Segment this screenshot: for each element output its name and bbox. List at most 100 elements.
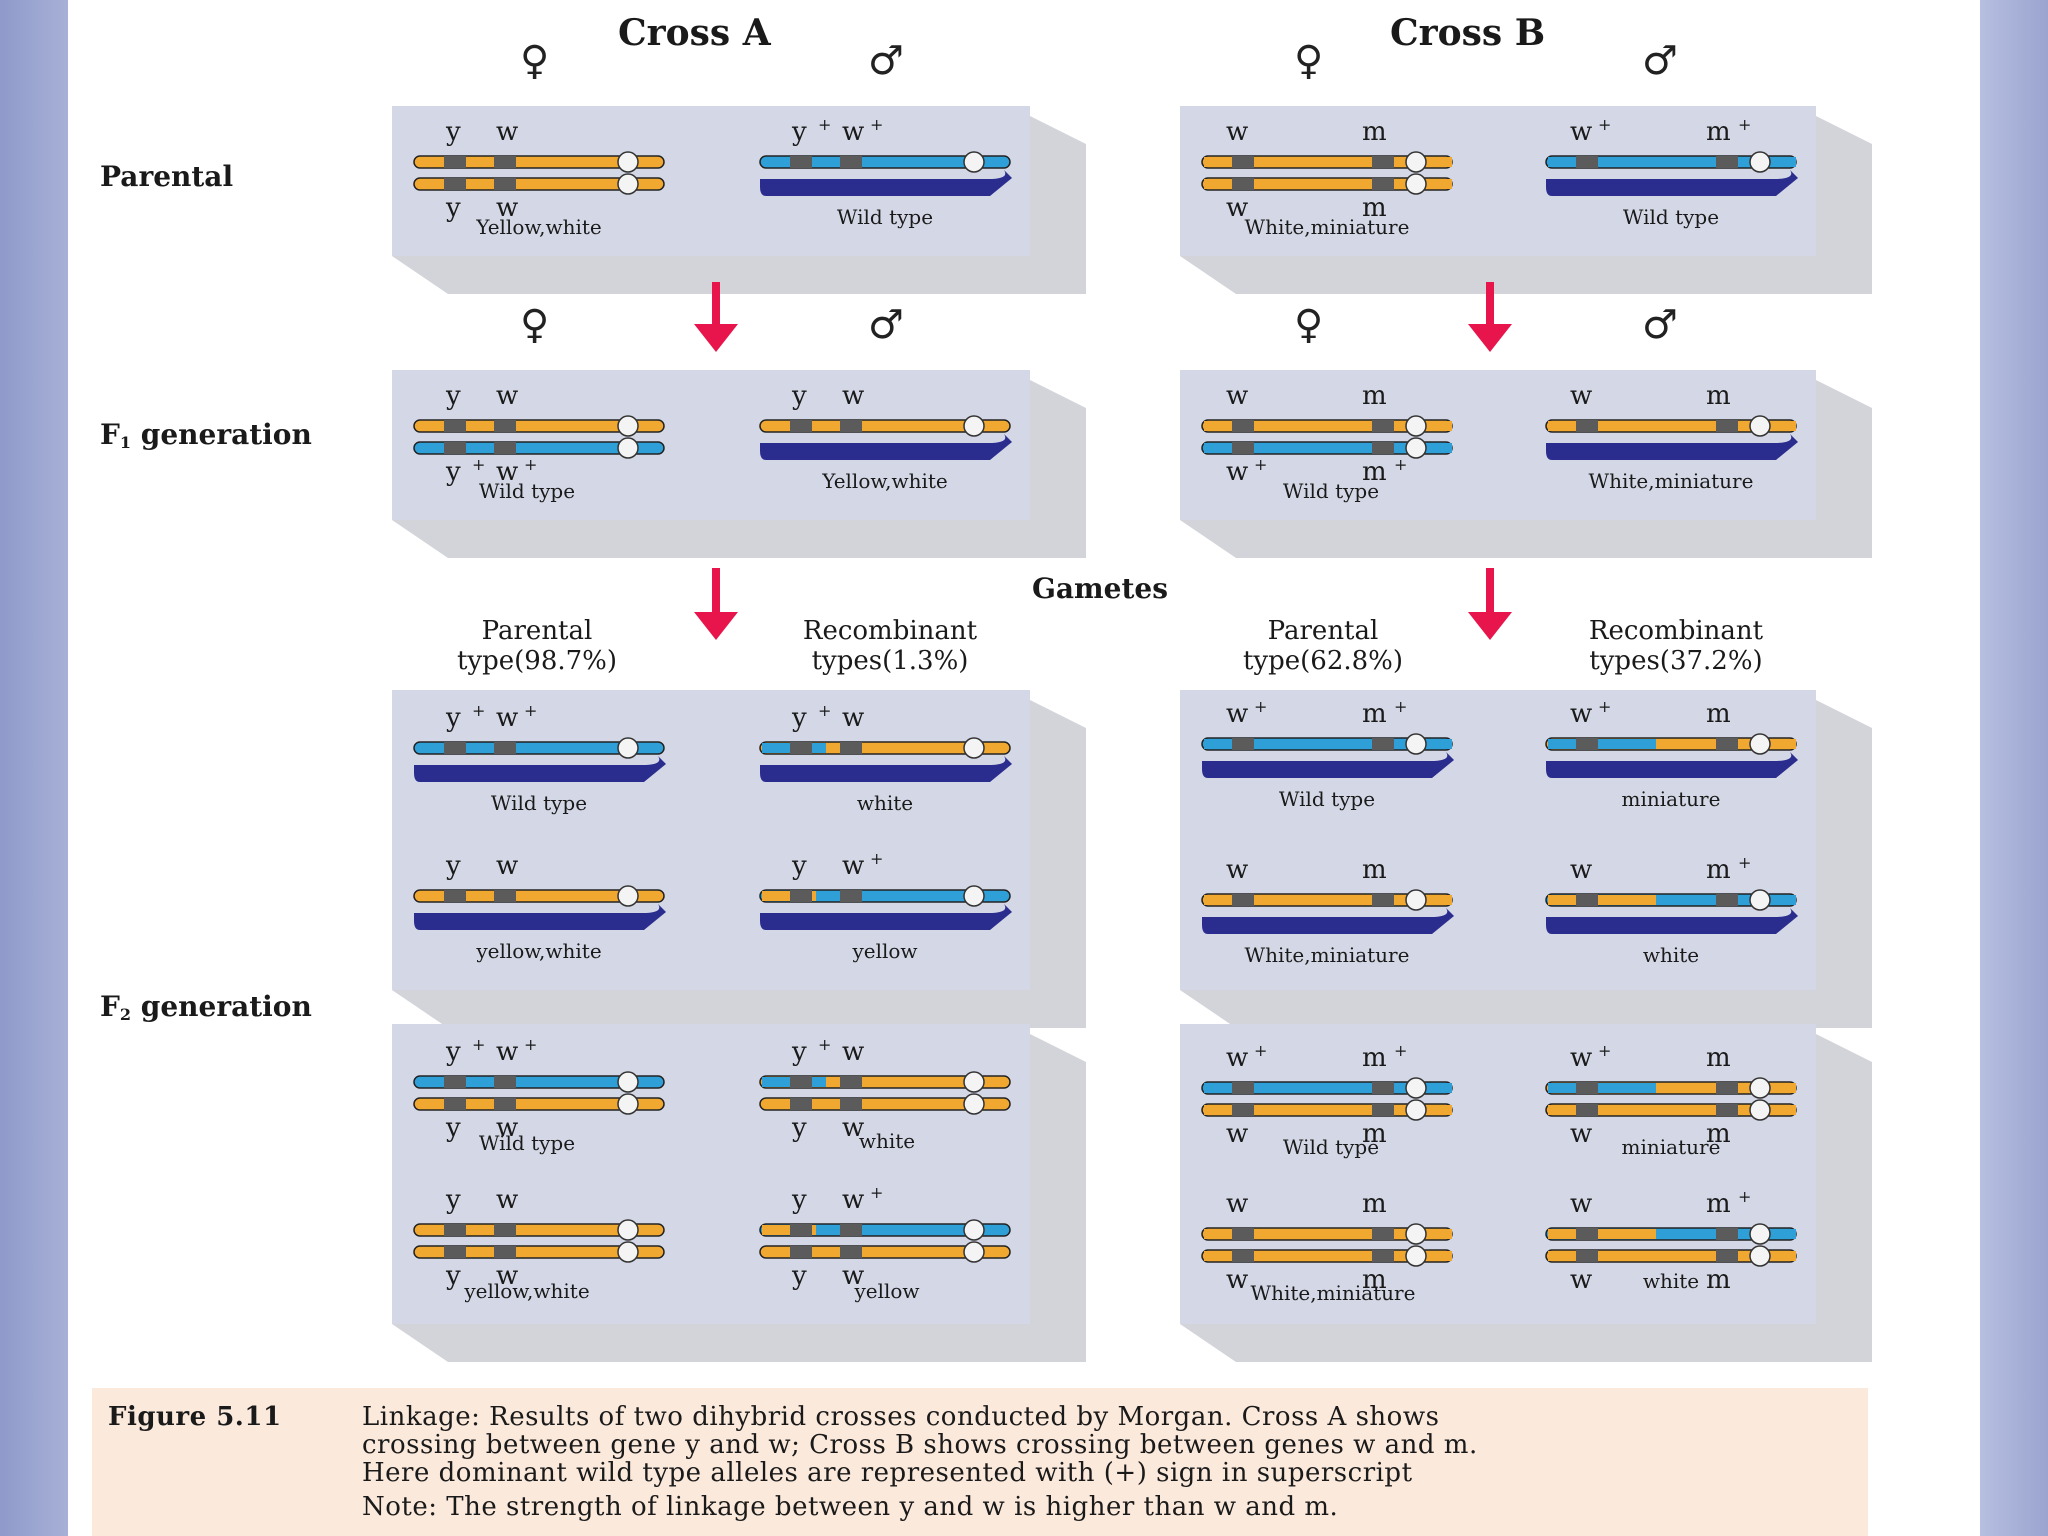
cross-b-gamete-white-miniature-phenotype-label: White,miniature (1245, 943, 1410, 967)
cross-b-f1-female-bottom-gene-2-label: m (1362, 457, 1387, 487)
cross-b-gamete-miniature-x-chromosome-top-gene-band-1 (1576, 738, 1598, 750)
cross-a-f2-white-top-gene-1-label: y (791, 1037, 807, 1067)
cross-a-f2-yellow-x-chromosome-bottom-gene-band-2 (840, 1246, 862, 1258)
cross-b-gamete-white-x-chromosome-top-gene-band-1 (1576, 894, 1598, 906)
cross-b-f1-female-top-gene-1-label: w (1226, 381, 1248, 411)
cross-a-gamete-yellow-white-x-chromosome-top-gene-band-2 (494, 890, 516, 902)
cross-b-f1-female-x-chromosome-bottom-gene-band-2 (1372, 442, 1394, 454)
cross-b-parental-female-x-chromosome-top-centromere (1405, 151, 1427, 173)
cross-b-gamete-miniature-x-chromosome-top-gene-band-2 (1716, 738, 1738, 750)
cross-b-f2-wild-top-gene-1-label: w (1226, 1043, 1248, 1073)
cross-a-gamete-wild-x-chromosome-top-gene-band-1 (444, 742, 466, 754)
cross-b-gamete-miniature-top-gene-2-label: m (1706, 699, 1731, 729)
cross-a-gamete-yellow-white-y-chromosome (414, 904, 666, 930)
cross-a-gamete-wild-top-gene-1-sup: + (472, 701, 485, 720)
cross-a-gamete-wild-y-chromosome (414, 756, 666, 782)
cross-b-parental-to-f1-arrow-head (1468, 324, 1512, 352)
cross-a-f2-yellow-phenotype-label: yellow (853, 1279, 919, 1303)
cross-b-f2-wild-phenotype-label: Wild type (1283, 1135, 1379, 1159)
cross-b-f2-wild-x-chromosome-top-segment (1204, 1083, 1452, 1093)
cross-b-f1-female-top-gene-2-label: m (1362, 381, 1387, 411)
cross-a-f1-female-top-gene-1-label: y (445, 381, 461, 411)
row-label-f1: F1 generation (100, 418, 312, 452)
cross-a-f2-yellow-white-top-gene-2-label: w (496, 1185, 518, 1215)
cross-b-f2-white-x-chromosome-top-gene-band-2 (1716, 1228, 1738, 1240)
cross-b-gamete-miniature-y-chromosome (1546, 752, 1798, 778)
cross-a-parental-male-y-chromosome (760, 170, 1012, 196)
cross-a-f2-yellow-x-chromosome-top-gene-band-1 (790, 1224, 812, 1236)
cross-a-f2-yellow-white-top-gene-1-label: y (445, 1185, 461, 1215)
cross-a-parental-male-x-chromosome-top-body (759, 155, 1011, 169)
cross-b-parental-male-top-gene-1-sup: + (1598, 115, 1611, 134)
cross-a-f2-yellow-x-chromosome-top-gene-band-2 (840, 1224, 862, 1236)
cross-a-gamete-yellow-top-gene-1-label: y (791, 851, 807, 881)
female-symbol-b-parental: ♀ (1294, 38, 1324, 84)
cross-b-f2-wild-top-gene-2-sup: + (1394, 1041, 1407, 1060)
cross-b-gamete-miniature-top-gene-1-sup: + (1598, 697, 1611, 716)
cross-b-f2-wild-x-chromosome-bottom-gene-band-1 (1232, 1104, 1254, 1116)
cross-b-f2-white-top-gene-1-label: w (1570, 1189, 1592, 1219)
cross-a-gamete-wild-phenotype-label: Wild type (491, 791, 587, 815)
cross-b-gamete-wild-x-chromosome-top-centromere (1405, 733, 1427, 755)
cross-a-f1-female-bottom-gene-2-label: w (496, 457, 518, 487)
cross-b-f2-miniature-x-chromosome-bottom-gene-band-2 (1716, 1104, 1738, 1116)
cross-b-f1-female-x-chromosome-top-segment (1204, 421, 1452, 431)
cross-a-f2-yellow-white-x-chromosome-bottom-centromere (617, 1241, 639, 1263)
cross-b-parental-female-top-gene-1-label: w (1226, 117, 1248, 147)
cross-a-recombinant-header-line2: types(1.3%) (811, 646, 969, 676)
male-symbol-b-parental: ♂ (1642, 38, 1678, 84)
cross-b-parental-header-line2: type(62.8%) (1242, 646, 1404, 676)
cross-b-f2-white-miniature-bottom-gene-2-label: m (1362, 1265, 1387, 1295)
cross-a-parental-female-x-chromosome-bottom-body (413, 177, 665, 191)
cross-a-f2-wild-top-gene-1-label: y (445, 1037, 461, 1067)
cross-b-f1-female-x-chromosome-top-centromere (1405, 415, 1427, 437)
caption-line-1: Linkage: Results of two dihybrid crosses… (362, 1402, 1440, 1432)
cross-a-parental-female-x-chromosome-top-body (413, 155, 665, 169)
figure-caption: Figure 5.11 Linkage: Results of two dihy… (92, 1388, 1868, 1536)
caption-figure-number: Figure 5.11 (108, 1402, 282, 1432)
caption-line-2: crossing between gene y and w; Cross B s… (362, 1430, 1478, 1460)
cross-a-parental-male-x-chromosome-top-centromere (963, 151, 985, 173)
cross-a-parental-female-top-gene-1-label: y (445, 117, 461, 147)
cross-b-f2-wild-x-chromosome-top-gene-band-2 (1372, 1082, 1394, 1094)
cross-a-gamete-wild-x-chromosome-top-body (413, 741, 665, 755)
cross-b-f2-white-x-chromosome-top-centromere (1749, 1223, 1771, 1245)
cross-a-f1-to-gametes-arrow-head (694, 612, 738, 640)
cross-b-f2-white-miniature-x-chromosome-bottom-segment (1204, 1251, 1452, 1261)
cross-a-gamete-wild-top-gene-2-sup: + (524, 701, 537, 720)
cross-a-parental-female-x-chromosome-bottom-centromere (617, 173, 639, 195)
cross-b-f2-white-x-chromosome-top-segment (1548, 1229, 1656, 1239)
cross-a-gamete-yellow-phenotype-label: yellow (851, 939, 917, 963)
cross-a-f2-yellow-white-x-chromosome-bottom-gene-band-1 (444, 1246, 466, 1258)
cross-b-gamete-white-miniature-x-chromosome-top-centromere (1405, 889, 1427, 911)
cross-b-f2-white-miniature-x-chromosome-top-gene-band-2 (1372, 1228, 1394, 1240)
cross-b-parental-male-phenotype-label: Wild type (1623, 205, 1719, 229)
cross-b-parental-female-x-chromosome-top-gene-band-2 (1372, 156, 1394, 168)
cross-b-gamete-white-x-chromosome-top-gene-band-2 (1716, 894, 1738, 906)
left-backdrop (0, 0, 68, 1536)
cross-b-f2-white-miniature-x-chromosome-top-segment (1204, 1229, 1452, 1239)
cross-a-parental-male-x-chromosome-top-gene-band-1 (790, 156, 812, 168)
cross-b-gamete-white-phenotype-label: white (1643, 943, 1699, 967)
cross-a-gamete-yellow-x-chromosome-top-gene-band-2 (840, 890, 862, 902)
cross-a-parental-female-phenotype-label: Yellow,white (475, 215, 602, 239)
cross-b-f2-white-miniature-x-chromosome-top-centromere (1405, 1223, 1427, 1245)
cross-b-f2-wild-x-chromosome-bottom-segment (1204, 1105, 1452, 1115)
cross-a-f2-white-x-chromosome-bottom-centromere (963, 1093, 985, 1115)
cross-b-f1-female-x-chromosome-top-gene-band-1 (1232, 420, 1254, 432)
cross-a-f2-wild-x-chromosome-bottom-centromere (617, 1093, 639, 1115)
cross-a-gamete-yellow-x-chromosome-top-centromere (963, 885, 985, 907)
cross-b-gamete-white-miniature-x-chromosome-top-gene-band-2 (1372, 894, 1394, 906)
cross-a-f2-yellow-white-x-chromosome-top-centromere (617, 1219, 639, 1241)
cross-a-f2-white-top-gene-2-label: w (842, 1037, 864, 1067)
cross-a-f2-yellow-x-chromosome-bottom-gene-band-1 (790, 1246, 812, 1258)
cross-a-f2-yellow-x-chromosome-top-segment (762, 1225, 816, 1235)
cross-a-f2-white-x-chromosome-bottom-body (759, 1097, 1011, 1111)
right-backdrop (1980, 0, 2048, 1536)
female-symbol-b-f1: ♀ (1294, 302, 1324, 348)
cross-b-f2-miniature-x-chromosome-top-centromere (1749, 1077, 1771, 1099)
cross-a-f2-white-x-chromosome-bottom-gene-band-1 (790, 1098, 812, 1110)
cross-b-gamete-white-top-gene-1-label: w (1570, 855, 1592, 885)
cross-b-gamete-white-miniature-top-gene-1-label: w (1226, 855, 1248, 885)
